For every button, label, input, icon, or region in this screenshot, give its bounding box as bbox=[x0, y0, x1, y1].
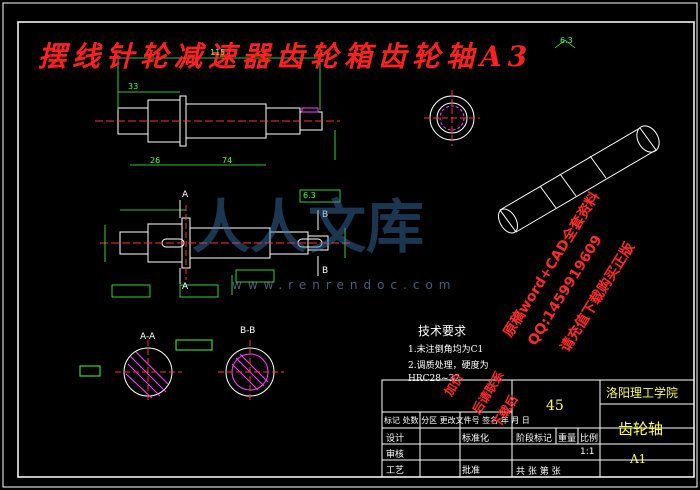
dim-overall-length: 115 bbox=[210, 48, 226, 57]
dim-segment-1: 33 bbox=[128, 82, 139, 91]
section-marker-a-top: A bbox=[182, 190, 189, 200]
sheets-count: 共 张 第 张 bbox=[516, 467, 561, 477]
dim-segment-main: 74 bbox=[222, 156, 233, 165]
surface-roughness-mark-2: 6.3 bbox=[303, 191, 316, 200]
site-watermark: 人人文库 bbox=[192, 193, 425, 261]
shaft-top-view bbox=[95, 95, 340, 147]
tech-requirement-2: 2.调质处理，硬度为 bbox=[408, 361, 489, 371]
part-name: 齿轮轴 bbox=[618, 420, 664, 438]
end-view bbox=[424, 90, 480, 146]
section-marker-a-bottom: A bbox=[182, 282, 189, 292]
scale-value: 1:1 bbox=[580, 447, 595, 457]
tech-requirement-3: HRC28~32 bbox=[408, 374, 460, 384]
shaft-top-dims bbox=[117, 39, 576, 166]
section-bb bbox=[175, 339, 284, 402]
revision-row: 标记 处数 分区 更改文件号 签名 年 月 日 bbox=[384, 416, 530, 425]
material-value: 45 bbox=[546, 398, 564, 414]
standardize-label: 标准化 bbox=[462, 434, 490, 444]
school-name: 洛阳理工学院 bbox=[606, 386, 679, 400]
weight-label: 重量 bbox=[558, 434, 577, 444]
section-aa-label: A-A bbox=[140, 332, 156, 342]
scale-label: 比例 bbox=[580, 434, 599, 444]
section-marker-b-bottom: B bbox=[322, 266, 329, 276]
section-aa bbox=[79, 340, 182, 402]
dim-segment-2: 26 bbox=[150, 156, 161, 165]
shaft-3d-view bbox=[498, 125, 660, 234]
drawing-title: 摆线针轮减速器齿轮箱齿轮轴A3 bbox=[38, 40, 534, 73]
tech-requirements-title: 技术要求 bbox=[418, 324, 467, 338]
stage-marks-label: 阶段标记 bbox=[516, 434, 553, 444]
sheet-inner-border bbox=[17, 21, 695, 478]
section-cut-markers bbox=[179, 200, 319, 284]
approve-label: 批准 bbox=[462, 466, 481, 476]
section-bb-label: B-B bbox=[240, 326, 256, 336]
tech-requirement-1: 1.未注倒角均为C1 bbox=[408, 345, 484, 355]
process-label: 工艺 bbox=[386, 466, 405, 476]
section-marker-b-top: B bbox=[322, 210, 329, 220]
shaft-main-dims bbox=[104, 189, 346, 298]
check-label: 审核 bbox=[386, 450, 405, 460]
surface-roughness-mark: 6.3 bbox=[560, 36, 573, 45]
shaft-main-view bbox=[100, 205, 350, 280]
site-watermark-url: www.renrendoc.com bbox=[232, 278, 457, 292]
design-label: 设计 bbox=[386, 434, 405, 444]
title-block-lines bbox=[381, 379, 695, 478]
sheet-size: A1 bbox=[630, 452, 647, 466]
